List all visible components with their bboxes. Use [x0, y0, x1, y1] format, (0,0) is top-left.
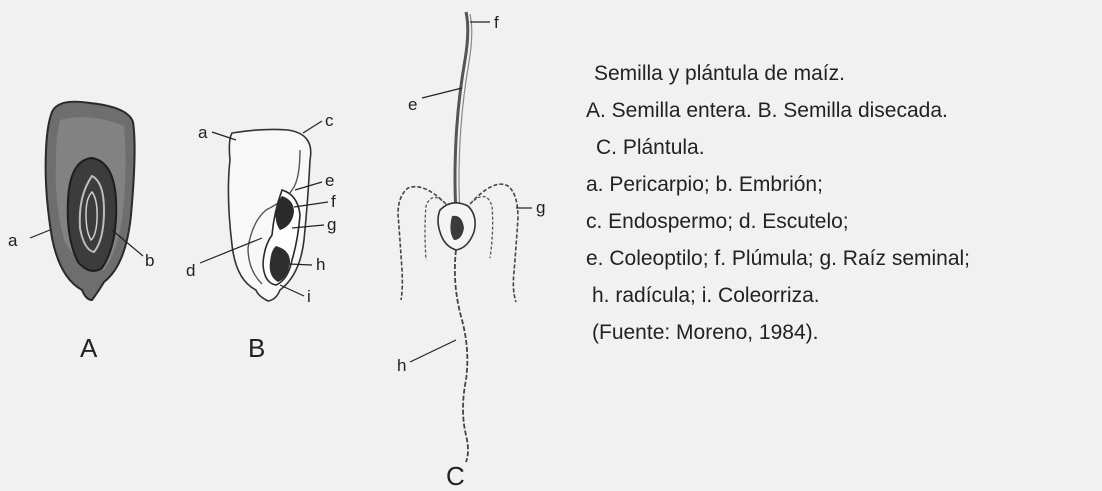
- label-c-h: h: [397, 357, 406, 374]
- leader-b-i: [280, 285, 304, 296]
- label-b-a: a: [198, 124, 207, 141]
- label-a-embryo: b: [145, 252, 154, 269]
- seedling-c-drawing: [398, 12, 532, 462]
- panel-label-b: B: [248, 335, 265, 361]
- caption-line-6: h. radícula; i. Coleorriza.: [592, 277, 1095, 314]
- label-b-f: f: [331, 193, 336, 210]
- label-b-d: d: [186, 262, 195, 279]
- seedling-c-root-left: [398, 187, 446, 300]
- label-c-e: e: [408, 96, 417, 113]
- seed-a-drawing: [30, 102, 143, 300]
- caption-line-3: a. Pericarpio; b. Embrión;: [586, 166, 1095, 203]
- caption-line-1: A. Semilla entera. B. Semilla disecada.: [586, 92, 1095, 129]
- label-b-i: i: [307, 288, 311, 305]
- seedling-c-radicle: [455, 250, 468, 462]
- panel-label-c: C: [446, 463, 465, 489]
- leader-b-c: [303, 121, 322, 133]
- caption-title: Semilla y plántula de maíz.: [594, 55, 1095, 92]
- caption-source: (Fuente: Moreno, 1984).: [592, 314, 1095, 351]
- label-b-e: e: [325, 172, 334, 189]
- caption-line-4: c. Endospermo; d. Escutelo;: [586, 203, 1095, 240]
- label-c-f: f: [494, 14, 499, 31]
- panel-label-a: A: [80, 335, 97, 361]
- leader-c-h: [410, 340, 456, 362]
- label-a-pericarp: a: [8, 232, 17, 249]
- figure-caption: Semilla y plántula de maíz. A. Semilla e…: [580, 55, 1095, 351]
- seed-b-drawing: [200, 121, 328, 301]
- label-c-g: g: [536, 199, 545, 216]
- leader-a-pericarp: [30, 230, 50, 238]
- seedling-c-coleoptile-inner: [459, 14, 472, 212]
- seedling-c-root-right: [470, 184, 518, 302]
- leader-c-e: [422, 88, 462, 98]
- caption-line-5: e. Coleoptilo; f. Plúmula; g. Raíz semin…: [586, 240, 1095, 277]
- label-b-g: g: [327, 216, 336, 233]
- caption-line-2: C. Plántula.: [596, 129, 1095, 166]
- seedling-c-coleoptile: [455, 12, 468, 212]
- label-b-h: h: [316, 256, 325, 273]
- label-b-c: c: [325, 112, 334, 129]
